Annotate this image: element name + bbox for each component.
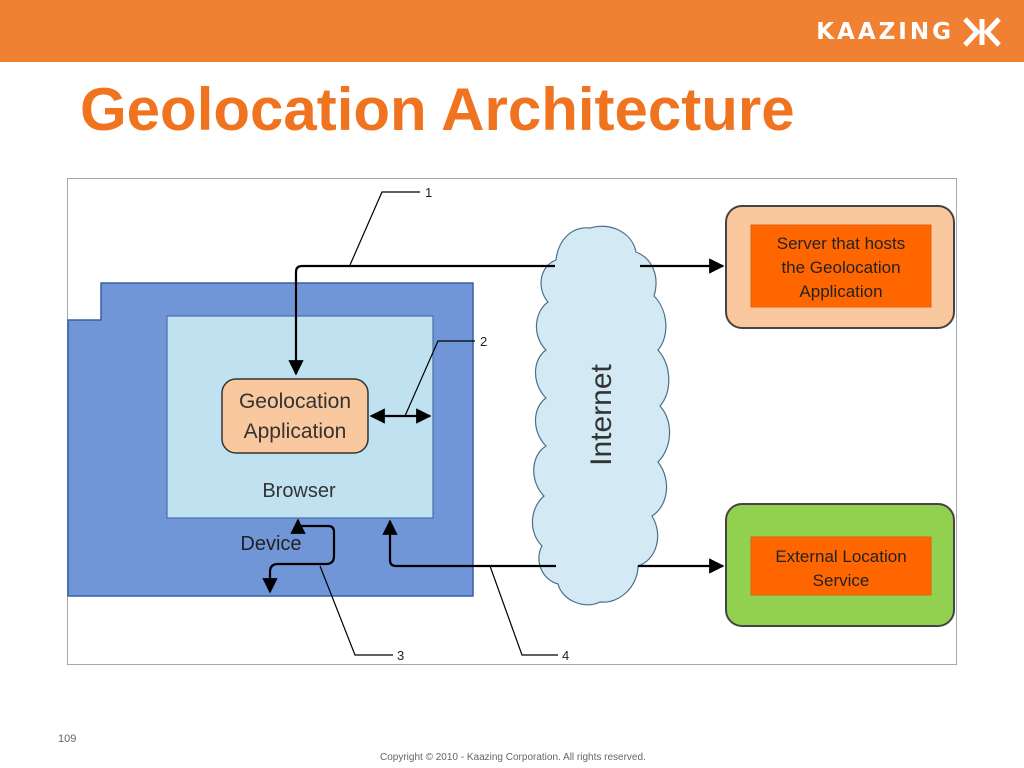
server-label-box xyxy=(750,224,932,308)
browser-label: Browser xyxy=(262,480,336,502)
page-title: Geolocation Architecture xyxy=(80,76,795,143)
callout-line-3 xyxy=(319,565,393,656)
arrow-app-to-server xyxy=(288,264,555,376)
internet-label: Internet xyxy=(585,363,618,465)
logo-text: KAAZING xyxy=(816,19,954,45)
arrow-device-hardware xyxy=(262,518,336,594)
server-label-line2: the Geolocation xyxy=(781,258,900,277)
server-label-line3: Application xyxy=(799,282,882,301)
callout-3: 3 xyxy=(397,648,404,663)
external-service-label-line2: Service xyxy=(813,571,870,590)
callout-2: 2 xyxy=(480,334,487,349)
server-label-line1: Server that hosts xyxy=(777,234,906,253)
callout-line-2 xyxy=(404,340,475,417)
external-service-label-box xyxy=(750,536,932,596)
app-label-line2: Application xyxy=(244,420,347,443)
header-bar: KAAZING xyxy=(0,0,1024,62)
callout-line-1 xyxy=(349,191,420,266)
external-service-label-line1: External Location xyxy=(775,547,906,566)
arrow-browser-to-cloud xyxy=(382,519,556,568)
logo-mark-icon xyxy=(963,17,1001,47)
copyright-text: Copyright © 2010 - Kaazing Corporation. … xyxy=(380,752,646,763)
callout-line-4 xyxy=(489,565,558,656)
kaazing-logo: KAAZING xyxy=(816,14,1002,50)
geolocation-app-box xyxy=(221,378,369,454)
page-number: 109 xyxy=(58,733,77,745)
internet-cloud xyxy=(531,225,671,606)
app-label-line1: Geolocation xyxy=(239,390,351,413)
device-label: Device xyxy=(240,533,301,555)
callout-1: 1 xyxy=(425,185,432,200)
callout-4: 4 xyxy=(562,648,569,663)
